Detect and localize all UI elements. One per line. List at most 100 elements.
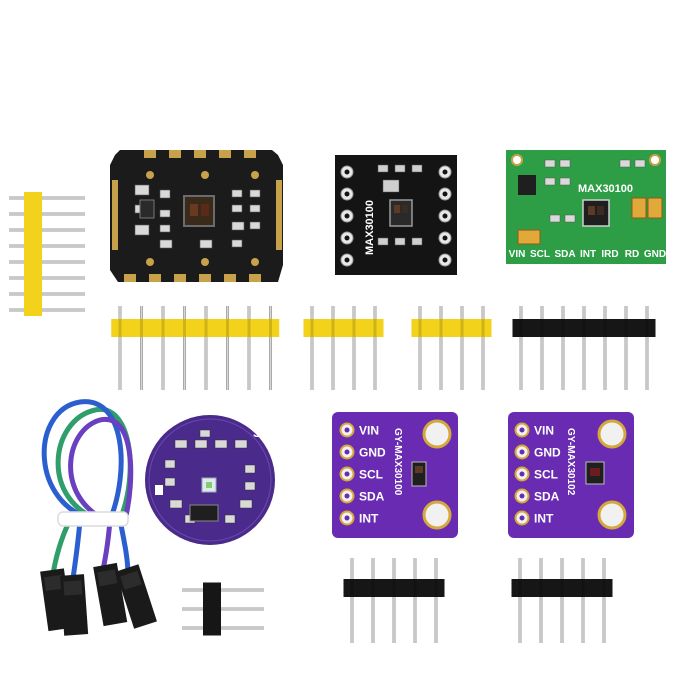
board-chip-label: MAX30100: [578, 183, 633, 195]
smd-component: [134, 224, 150, 236]
smd-component: [199, 239, 213, 249]
board-chip-label: GY-MAX30102: [565, 428, 576, 496]
pin-label: SDA: [359, 490, 385, 504]
pad: [201, 258, 209, 266]
header-pin: [310, 306, 314, 390]
header-pin: [9, 292, 85, 296]
header-pin: [161, 306, 165, 390]
smd-component: [159, 209, 171, 218]
pin-label: GND: [644, 249, 666, 260]
header-pin: [118, 306, 122, 390]
board-chip-label: GY-MAX30100: [392, 428, 403, 496]
smd-component: [174, 439, 188, 449]
smd-component: [619, 159, 631, 168]
edge-pad: [174, 274, 186, 282]
ic-chip: [189, 504, 219, 522]
black-max30100-board: MAX30100: [335, 155, 457, 275]
smd-component: [559, 177, 571, 186]
header-pin: [602, 558, 606, 643]
header-pin: [371, 558, 375, 643]
smd-component: [549, 214, 561, 223]
edge-pad: [124, 274, 136, 282]
board-chip-label: MAX30100: [364, 200, 376, 255]
pad: [201, 171, 209, 179]
edge-pad: [244, 150, 256, 158]
smd-component: [244, 464, 256, 474]
header-pin: [9, 228, 85, 232]
smd-component: [544, 159, 556, 168]
smd-component: [194, 439, 208, 449]
smd-component: [634, 159, 646, 168]
header-pin: [9, 276, 85, 280]
pin-label: IRD: [601, 249, 618, 260]
header-pin: [182, 626, 264, 630]
yellow-header-4pin-b: [411, 306, 492, 390]
pad: [251, 258, 259, 266]
optical-sensor-chip: [389, 199, 413, 227]
smd-component: [214, 439, 228, 449]
pin-label: INT: [534, 512, 554, 526]
header-pin: [352, 306, 356, 390]
header-pin: [439, 306, 443, 390]
smd-component: [382, 179, 400, 193]
header-pin: [418, 306, 422, 390]
mount-hole: [511, 154, 523, 166]
smd-component: [231, 204, 243, 213]
edge-pad: [194, 150, 206, 158]
mount-hole: [649, 154, 661, 166]
header-pin: [183, 306, 186, 390]
pin-label: VIN: [509, 249, 526, 260]
smd-component: [231, 221, 245, 231]
header-pin: [331, 306, 335, 390]
header-body: [24, 192, 42, 316]
header-pin: [434, 558, 438, 643]
black-header-5pin-a: [343, 558, 445, 643]
smd-component: [164, 477, 176, 487]
smd-component: [249, 221, 261, 230]
optical-sensor-chip: [183, 195, 215, 227]
header-body: [203, 582, 221, 636]
header-pin: [460, 306, 464, 390]
header-pin: [9, 260, 85, 264]
yellow-header-vertical-left: [9, 192, 85, 316]
pin-label: VIN: [359, 424, 379, 438]
optical-sensor-chip: [582, 199, 610, 227]
pin-label: SCL: [530, 249, 550, 260]
yellow-header-8pin: [111, 306, 280, 390]
pin-label: RD: [625, 249, 639, 260]
smd-component: [411, 164, 423, 173]
smd-component: [224, 514, 236, 524]
board-corner-label: S: [253, 426, 261, 440]
black-sensor-board-large: [110, 150, 283, 282]
header-pin: [624, 306, 628, 390]
header-pin: [350, 558, 354, 643]
smd-component: [159, 189, 171, 199]
header-pin: [392, 558, 396, 643]
pin-label: GND: [534, 446, 561, 460]
yellow-header-4pin-a: [303, 306, 384, 390]
pin-label: VIN: [534, 424, 554, 438]
header-body: [343, 579, 445, 597]
pad: [146, 171, 154, 179]
pad: [146, 258, 154, 266]
pin-label: SDA: [534, 490, 560, 504]
pin-label: SCL: [534, 468, 558, 482]
header-pin: [481, 306, 485, 390]
dupont-connector: [115, 564, 157, 629]
smd-component: [564, 214, 576, 223]
header-pin: [9, 196, 85, 200]
header-pin: [182, 607, 264, 611]
pin-label: INT: [580, 249, 596, 260]
header-pin: [226, 306, 229, 390]
header-pin: [373, 306, 377, 390]
black-header-3pin: [182, 582, 264, 636]
pad: [251, 171, 259, 179]
header-pin: [519, 306, 523, 390]
smd-component: [169, 499, 183, 509]
smd-component: [164, 459, 176, 469]
edge-pad: [249, 274, 261, 282]
header-pin: [247, 306, 251, 390]
smd-component: [411, 237, 423, 246]
